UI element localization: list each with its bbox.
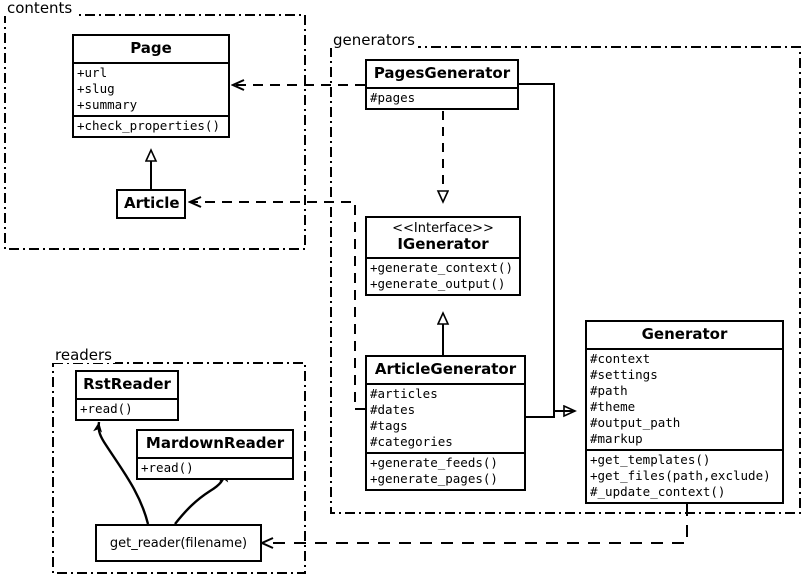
operation: +generate_context() [370,260,513,275]
class-generator-name: Generator [641,325,728,343]
package-frame-generators [330,46,801,514]
package-label-contents: contents [4,0,76,16]
edge-articlegenerator-to-article [190,202,365,410]
attribute: +url [77,65,108,80]
class-article-name: Article [124,194,180,212]
attribute: #articles [370,386,438,401]
package-frame-readers [52,362,306,574]
class-generator-operations: +get_templates() +get_files(path,exclude… [587,449,782,502]
class-articlegenerator-attributes: #articles #dates #tags #categories [367,383,524,452]
class-generator[interactable]: Generator #context #settings #path #them… [585,320,784,504]
class-pagesgenerator-attributes: #pages [367,87,517,108]
attribute: +summary [77,97,138,112]
class-pagesgenerator-name: PagesGenerator [373,64,511,82]
operation: +generate_feeds() [370,455,498,470]
attribute: #categories [370,434,453,449]
class-page-operations: +check_properties() [74,115,228,136]
operation: +get_templates() [590,452,711,467]
class-articlegenerator[interactable]: ArticleGenerator #articles #dates #tags … [365,355,526,491]
operation: +read() [141,460,194,475]
class-pagesgenerator[interactable]: PagesGenerator #pages [365,59,519,110]
attribute: #tags [370,418,408,433]
edge-pagesgenerator-to-generator [519,83,575,411]
operation: +generate_pages() [370,471,498,486]
attribute: #path [590,383,628,398]
class-rstreader[interactable]: RstReader +read() [75,370,179,421]
edge-get-reader-to-rstreader [93,421,150,525]
attribute: #settings [590,367,658,382]
package-label-readers: readers [52,347,115,363]
class-page[interactable]: Page +url +slug +summary +check_properti… [72,34,230,138]
edge-generator-to-get-reader [262,504,688,543]
attribute: #markup [590,431,643,446]
operation: +check_properties() [77,118,220,133]
class-mardownreader-operations: +read() [138,457,292,478]
class-article[interactable]: Article [116,189,186,219]
class-mardownreader[interactable]: MardownReader +read() [136,429,294,480]
class-articlegenerator-name: ArticleGenerator [374,360,517,378]
package-label-generators: generators [330,32,418,48]
function-get-reader-label: get_reader(filename) [109,535,248,551]
attribute: #context [590,351,651,366]
operation: +get_files(path,exclude) [590,468,771,483]
class-igenerator-operations: +generate_context() +generate_output() [367,257,519,294]
class-articlegenerator-operations: +generate_feeds() +generate_pages() [367,452,524,489]
attribute: #pages [370,90,416,105]
class-igenerator[interactable]: <<Interface>> IGenerator +generate_conte… [365,216,521,296]
attribute: #output_path [590,415,681,430]
operation: +read() [80,401,133,416]
operation: #_update_context() [590,484,726,499]
class-page-name: Page [130,39,172,57]
function-get-reader[interactable]: get_reader(filename) [95,524,262,562]
attribute: #dates [370,402,416,417]
class-rstreader-operations: +read() [77,398,177,419]
class-rstreader-name: RstReader [83,375,171,393]
class-igenerator-stereotype: <<Interface>> [392,221,494,236]
operation: +generate_output() [370,276,506,291]
class-mardownreader-name: MardownReader [145,434,285,452]
package-frame-contents [4,14,306,250]
class-page-attributes: +url +slug +summary [74,62,228,115]
class-generator-attributes: #context #settings #path #theme #output_… [587,348,782,449]
edge-articlegenerator-to-generator [526,410,575,418]
attribute: #theme [590,399,636,414]
class-igenerator-name: IGenerator [397,235,489,253]
attribute: +slug [77,81,115,96]
